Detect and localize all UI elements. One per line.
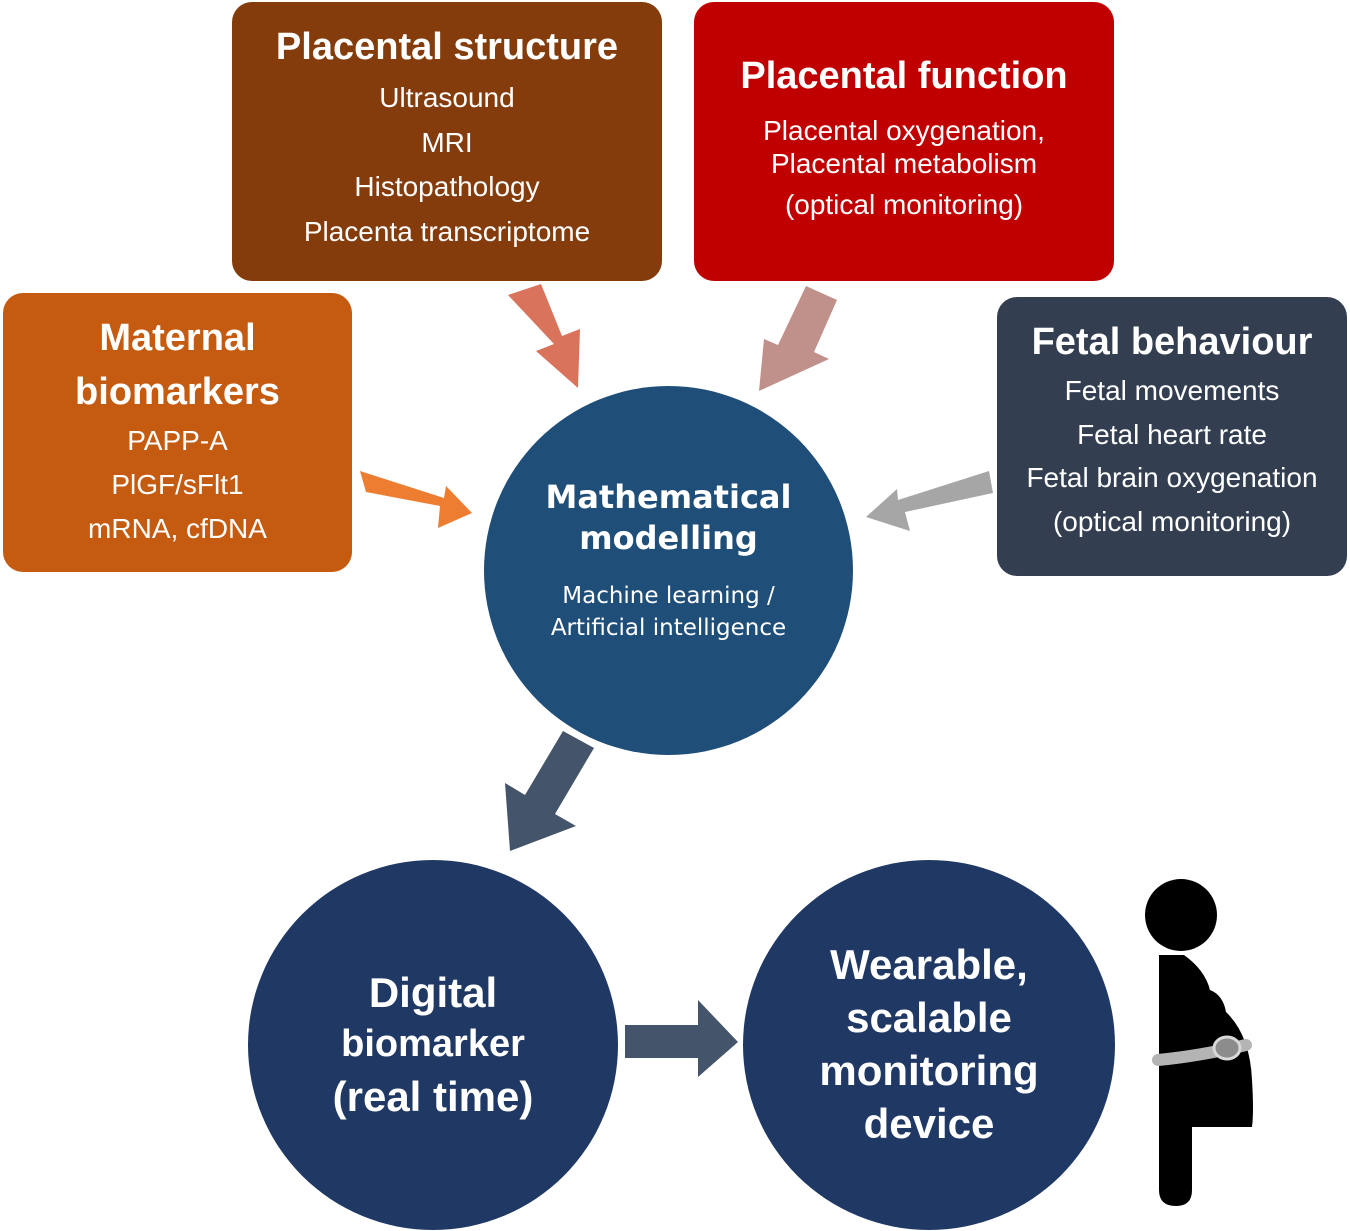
digital-biomarker-line2: biomarker [341, 1023, 525, 1066]
arrow-digital-to-wearable [625, 1000, 738, 1077]
wearable-belt-icon [1152, 1035, 1252, 1066]
placental-function-box: Placental function Placental oxygenation… [694, 2, 1114, 281]
digital-biomarker-line1: Digital [368, 969, 498, 1017]
placental-function-item: Placental metabolism [770, 148, 1038, 180]
placental-structure-item: MRI [421, 126, 473, 158]
wearable-device-line1: Wearable, [830, 941, 1028, 989]
wearable-device-circle: Wearable, scalable monitoring device [743, 860, 1115, 1230]
maternal-biomarkers-title-line1: Maternal [99, 317, 256, 359]
fetal-behaviour-item: Fetal brain oxygenation [1026, 462, 1318, 494]
placental-structure-title: Placental structure [275, 26, 619, 68]
wearable-device-line4: device [863, 1099, 995, 1147]
arrow-maternal-to-modelling [360, 471, 472, 528]
wearable-device-line2: scalable [846, 994, 1012, 1042]
fetal-behaviour-item: Fetal heart rate [1077, 418, 1267, 450]
fetal-behaviour-box: Fetal behaviour Fetal movements Fetal he… [997, 297, 1347, 576]
maternal-biomarker-item: PlGF/sFlt1 [111, 468, 244, 500]
placental-function-title: Placental function [740, 55, 1068, 97]
mathematical-modelling-title-line1: Mathematical [545, 477, 792, 516]
maternal-biomarkers-box: Maternal biomarkers PAPP-A PlGF/sFlt1 mR… [3, 293, 352, 572]
arrow-modelling-to-digital [505, 731, 594, 851]
fetal-behaviour-item: (optical monitoring) [1052, 505, 1292, 537]
placental-function-item: Placental oxygenation, [763, 115, 1045, 146]
mathematical-modelling-circle: Mathematical modelling Machine learning … [484, 386, 853, 755]
fetal-behaviour-item: Fetal movements [1064, 375, 1280, 406]
arrow-function-to-modelling [759, 286, 837, 391]
mathematical-modelling-sub-line1: Machine learning / [562, 582, 775, 609]
arrow-structure-to-modelling [508, 284, 580, 388]
placental-structure-item: Ultrasound [379, 82, 515, 113]
arrow-fetal-to-modelling [866, 471, 993, 531]
digital-biomarker-circle: Digital biomarker (real time) [248, 860, 618, 1230]
maternal-biomarkers-title-line2: biomarkers [75, 370, 280, 413]
pregnant-woman-icon [1145, 879, 1253, 1206]
mathematical-modelling-title-line2: modelling [579, 519, 758, 558]
placental-structure-item: Histopathology [354, 171, 540, 203]
placental-function-item: (optical monitoring) [784, 189, 1024, 221]
maternal-biomarker-item: PAPP-A [127, 425, 228, 457]
mathematical-modelling-sub-line2: Artificial intelligence [550, 615, 787, 642]
wearable-device-line3: monitoring [819, 1047, 1039, 1094]
placental-structure-box: Placental structure Ultrasound MRI Histo… [232, 2, 662, 281]
digital-biomarker-line3: (real time) [332, 1072, 534, 1120]
maternal-biomarker-item: mRNA, cfDNA [88, 512, 267, 544]
fetal-behaviour-title: Fetal behaviour [1031, 321, 1313, 363]
placental-structure-item: Placenta transcriptome [303, 215, 591, 247]
mathematical-modelling-subtitle: Machine learning / Artificial intelligen… [551, 580, 786, 644]
